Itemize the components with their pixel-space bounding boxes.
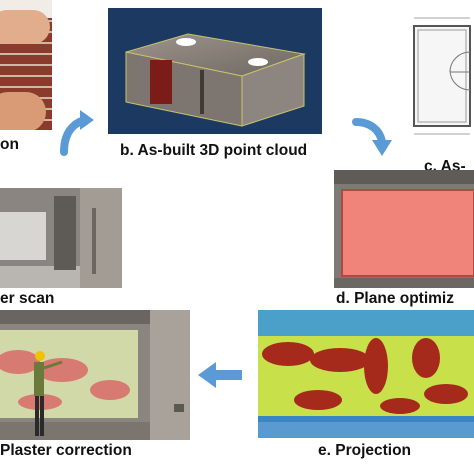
hand-top-image — [0, 10, 50, 44]
plane-optimization-view — [334, 170, 474, 288]
laser-scan-photo — [0, 188, 122, 288]
point-cloud-view — [108, 8, 322, 134]
label-e: e. Projection — [318, 442, 412, 459]
floor-plan-drawing — [404, 12, 474, 142]
left-arrow-icon — [198, 362, 242, 388]
brick-photo — [0, 0, 52, 130]
plaster-correction-photo — [0, 310, 190, 440]
label-scan: er scan — [0, 290, 55, 307]
label-d: d. Plane optimiz — [336, 290, 454, 307]
label-f: Plaster correction — [0, 442, 132, 459]
projection-map — [258, 310, 474, 438]
curved-arrow-icon — [60, 110, 94, 156]
curved-arrow-icon — [352, 118, 392, 156]
label-a: on — [0, 136, 19, 153]
label-b: b. As-built 3D point cloud — [120, 142, 308, 159]
hand-bottom-image — [0, 92, 46, 130]
